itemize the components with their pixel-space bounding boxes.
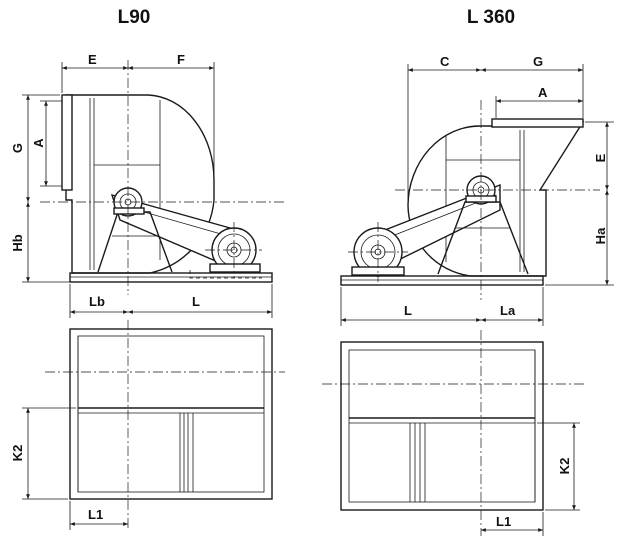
dim-lb: Lb (89, 294, 105, 309)
left-top-dims: K2 L1 (10, 407, 128, 530)
dim-l1: L1 (88, 507, 103, 522)
dim-e-right: E (593, 153, 608, 162)
dim-g: G (10, 143, 25, 153)
right-top-dims: K2 L1 (481, 422, 580, 536)
dim-g-right: G (533, 54, 543, 69)
dim-la: La (500, 303, 516, 318)
dim-e: E (88, 52, 97, 67)
dim-l: L (192, 294, 200, 309)
dim-c: C (440, 54, 450, 69)
left-top-view (45, 320, 285, 530)
right-top-view (322, 330, 585, 536)
dim-k2-right: K2 (557, 458, 572, 475)
right-side-dims: C G A E Ha L La (340, 54, 614, 326)
title-l360: L 360 (467, 7, 515, 28)
dim-a-right: A (538, 85, 548, 100)
left-side-dims: E F G A Hb Lb L (10, 52, 273, 318)
dim-k2: K2 (10, 445, 25, 462)
dim-l-right: L (404, 303, 412, 318)
right-side-view (340, 100, 600, 300)
dim-a: A (31, 138, 46, 148)
dim-ha: Ha (593, 227, 608, 244)
dim-l1-right: L1 (496, 514, 511, 529)
title-l90: L90 (118, 7, 151, 28)
dim-f: F (177, 52, 185, 67)
left-side-view (40, 60, 285, 295)
dim-hb: Hb (10, 234, 25, 251)
